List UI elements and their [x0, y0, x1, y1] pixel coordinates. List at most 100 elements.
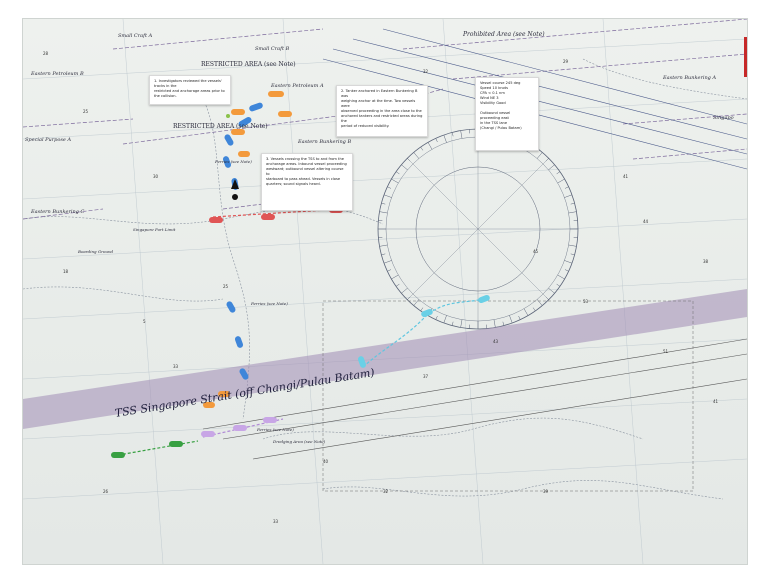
compass-tick — [381, 253, 386, 256]
compass-tick — [518, 315, 521, 320]
compass-tick — [407, 158, 411, 162]
depth-sounding: 39 — [543, 489, 549, 494]
compass-tick — [443, 315, 447, 324]
blue-vessel — [249, 102, 263, 112]
tss-lane-band — [23, 289, 747, 429]
area-label: Special Purpose A — [25, 137, 72, 143]
orange-vessel — [268, 91, 284, 97]
orange-vessel — [218, 391, 230, 397]
compass-tick — [523, 308, 529, 316]
cyan-vessel — [478, 294, 490, 304]
depth-sounding: 40 — [323, 459, 329, 464]
compass-tick — [536, 299, 543, 306]
orange-vessel — [238, 151, 250, 157]
depth-sounding: 32 — [423, 69, 429, 74]
compass-tick — [379, 211, 388, 214]
blue-vessel — [238, 116, 252, 127]
compass-tick — [570, 253, 575, 256]
compass-tick — [557, 274, 565, 280]
compass-tick — [545, 296, 549, 300]
orange-vessel — [203, 402, 215, 408]
blue-vessel — [239, 368, 249, 380]
compass-tick — [420, 307, 424, 312]
depth-sounding: 33 — [173, 364, 179, 369]
compass-tick — [548, 287, 555, 294]
dredging-box — [322, 300, 694, 492]
area-label: Ferries (see Note) — [257, 427, 294, 432]
compass-tick — [427, 142, 433, 150]
area-label: Boarding Ground — [78, 249, 114, 254]
depth-sounding: 37 — [423, 374, 429, 379]
chart-edge-marker — [744, 37, 747, 77]
chart-overlay — [23, 19, 747, 564]
compass-tick — [383, 194, 392, 198]
compass-tick — [420, 146, 424, 151]
annotation-note: Vessel course 245 deg Speed 10 knots CPA… — [475, 77, 539, 151]
area-label: Eastern Bunkering A — [663, 75, 717, 81]
orange-vessel — [231, 109, 245, 115]
depth-sounding: 53 — [583, 299, 589, 304]
compass-tick — [564, 194, 573, 198]
compass-tick — [556, 171, 561, 175]
depth-sounding: 43 — [493, 339, 499, 344]
compass-tick — [451, 132, 454, 137]
compass-tick — [545, 158, 549, 162]
compass-tick — [395, 171, 400, 175]
compass-tick — [435, 138, 438, 143]
compass-tick — [387, 186, 392, 189]
compass-tick — [435, 315, 438, 320]
compass-tick — [451, 321, 454, 326]
compass-tick — [564, 269, 569, 272]
green-vessel — [111, 452, 125, 458]
compass-tick — [557, 178, 565, 184]
compass-tick — [564, 186, 569, 189]
compass-tick — [570, 202, 575, 205]
compass-tick — [564, 260, 573, 264]
compass-tick — [556, 283, 561, 287]
depth-sounding: 26 — [103, 489, 109, 494]
compass-rose — [377, 128, 579, 330]
compass-tick — [401, 287, 408, 294]
cyan-vessel — [357, 356, 367, 368]
compass-tick — [401, 164, 408, 171]
depth-sounding: 45 — [533, 249, 539, 254]
area-label: RESTRICTED AREA (see Note) — [173, 123, 268, 130]
area-label: RESTRICTED AREA (see Note) — [201, 61, 296, 68]
separation-lines — [202, 338, 747, 460]
area-label: Eastern Bunkering B — [298, 139, 352, 145]
compass-tick — [381, 202, 386, 205]
compass-tick — [413, 299, 420, 306]
area-label: Eastern Petroleum A — [271, 83, 324, 89]
depth-sounding: 29 — [563, 59, 569, 64]
compass-tick — [536, 152, 543, 159]
cyan-vessel — [421, 308, 433, 318]
compass-tick — [443, 134, 447, 143]
depth-sounding: 51 — [663, 349, 669, 354]
compass-tick — [502, 321, 505, 326]
vessel-markers — [111, 91, 490, 458]
compass-tick — [509, 315, 513, 324]
depth-sounding: 32 — [383, 489, 389, 494]
blue-vessel — [226, 301, 236, 313]
compass-tick — [395, 283, 400, 287]
depth-sounding: 28 — [43, 51, 49, 56]
compass-tick — [548, 164, 555, 171]
depth-sounding: 41 — [623, 174, 629, 179]
compass-tick — [379, 244, 388, 247]
area-label: Dredging Area (see Note) — [273, 439, 326, 444]
purple-vessel — [263, 417, 277, 423]
green-vessel-track — [112, 440, 199, 457]
area-label: Singapore Port Limit — [133, 227, 176, 232]
area-label: Small Craft A — [118, 33, 153, 39]
blue-vessel — [222, 156, 232, 168]
depth-sounding: 25 — [223, 284, 229, 289]
compass-tick — [391, 274, 399, 280]
blue-vessel — [234, 336, 244, 348]
compass-tick — [460, 319, 463, 328]
blue-vessel — [224, 134, 234, 146]
area-label: Ferries (see Note) — [251, 301, 288, 306]
annotation-note: 3. Vessels crossing the TSS to and from … — [261, 153, 353, 211]
area-label: Small Craft B — [255, 46, 290, 52]
orange-vessel — [278, 111, 292, 117]
area-label: Prohibited Area (see Note) — [463, 31, 545, 38]
